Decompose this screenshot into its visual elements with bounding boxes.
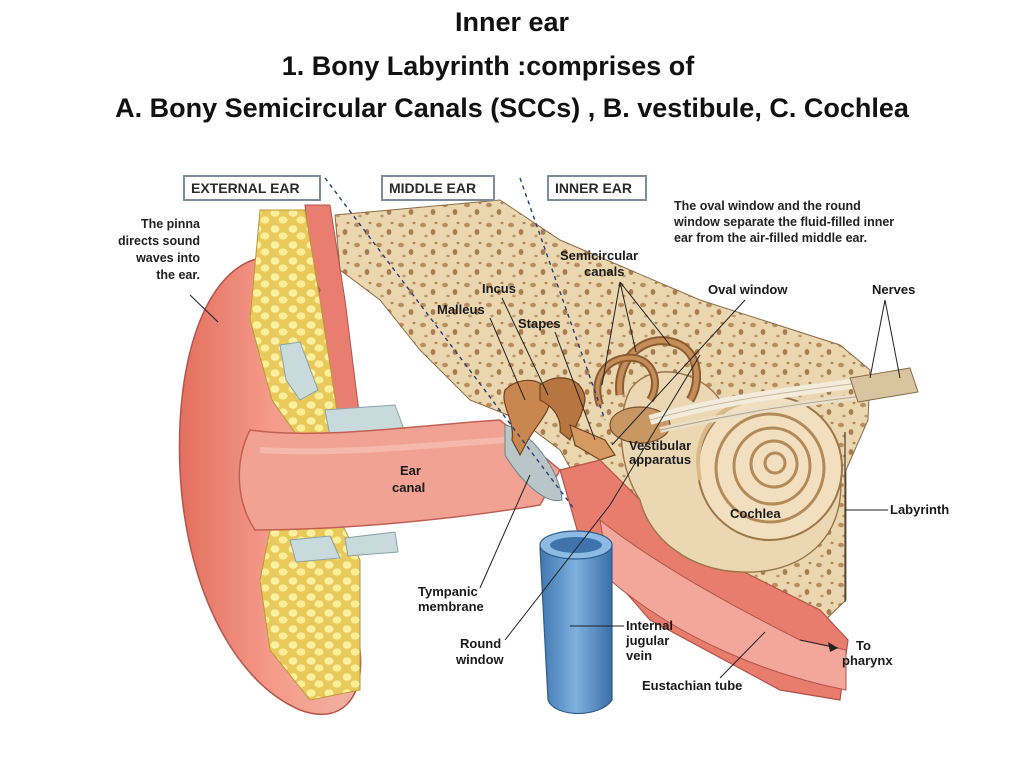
cartilage-upper <box>279 341 319 401</box>
label-stapes: Stapes <box>518 316 561 331</box>
pinna-note-line-3: waves into <box>135 251 200 265</box>
section-external-ear: EXTERNAL EAR <box>191 180 300 196</box>
section-middle-ear: MIDDLE EAR <box>389 180 476 196</box>
pinna-note-line-2: directs sound <box>118 234 200 248</box>
pinna-note-line-1: The pinna <box>141 217 201 231</box>
title-line-1: Inner ear <box>454 7 570 37</box>
label-incus: Incus <box>482 281 516 296</box>
cartilage-lower-2 <box>344 531 399 557</box>
label-labyrinth: Labyrinth <box>890 502 949 517</box>
label-semicircular-line-1: Semicircular <box>560 248 638 263</box>
malleus-shape <box>503 379 551 457</box>
pinna-note-line-4: the ear. <box>156 268 200 282</box>
title-line-2: 1. Bony Labyrinth :comprises of <box>281 51 695 81</box>
cartilage-lower <box>289 535 341 563</box>
label-jugular-line-2: jugular <box>625 633 669 648</box>
separator-middle-inner <box>519 177 606 421</box>
incus-shape <box>539 377 586 442</box>
separator-external-middle <box>324 177 576 511</box>
section-inner-ear: INNER EAR <box>555 180 632 196</box>
label-semicircular-line-2: canals <box>584 264 624 279</box>
inner-ear-box <box>547 175 647 201</box>
title-line-3: A. Bony Semicircular Canals (SCCs) , B. … <box>115 93 909 123</box>
label-oval-window: Oval window <box>708 282 788 297</box>
label-vestibular-line-2: apparatus <box>629 452 691 467</box>
stapes-shape <box>569 423 616 461</box>
windows-note: The oval window and the round window sep… <box>673 199 894 245</box>
pinna-note: The pinna directs sound waves into the e… <box>118 217 201 282</box>
label-ear-canal-line-1: Ear <box>400 463 421 478</box>
label-jugular-line-3: vein <box>626 648 652 663</box>
label-tympanic-line-2: membrane <box>418 599 484 614</box>
nerve-bundle <box>648 367 919 433</box>
ear-canal <box>238 419 561 531</box>
label-malleus: Malleus <box>437 302 485 317</box>
label-nerves: Nerves <box>872 282 915 297</box>
windows-note-line-2: window separate the fluid-filled inner <box>673 215 894 229</box>
label-round-window-line-2: window <box>455 652 505 667</box>
label-eustachian-tube: Eustachian tube <box>642 678 742 693</box>
label-round-window-line-1: Round <box>460 636 501 651</box>
label-vestibular-line-1: Vestibular <box>629 438 691 453</box>
middle-ear-box <box>381 175 495 201</box>
external-ear-box <box>183 175 321 201</box>
label-ear-canal-line-2: canal <box>392 480 425 495</box>
label-tympanic-line-1: Tympanic <box>418 584 478 599</box>
label-pharynx-line-2: pharynx <box>842 653 893 668</box>
label-jugular-line-1: Internal <box>626 618 673 633</box>
eustachian-tube-shape <box>599 518 847 691</box>
label-pharynx-line-1: To <box>856 638 871 653</box>
label-cochlea: Cochlea <box>730 506 781 521</box>
windows-note-line-1: The oval window and the round <box>674 199 861 213</box>
windows-note-line-3: ear from the air-filled middle ear. <box>674 231 867 245</box>
